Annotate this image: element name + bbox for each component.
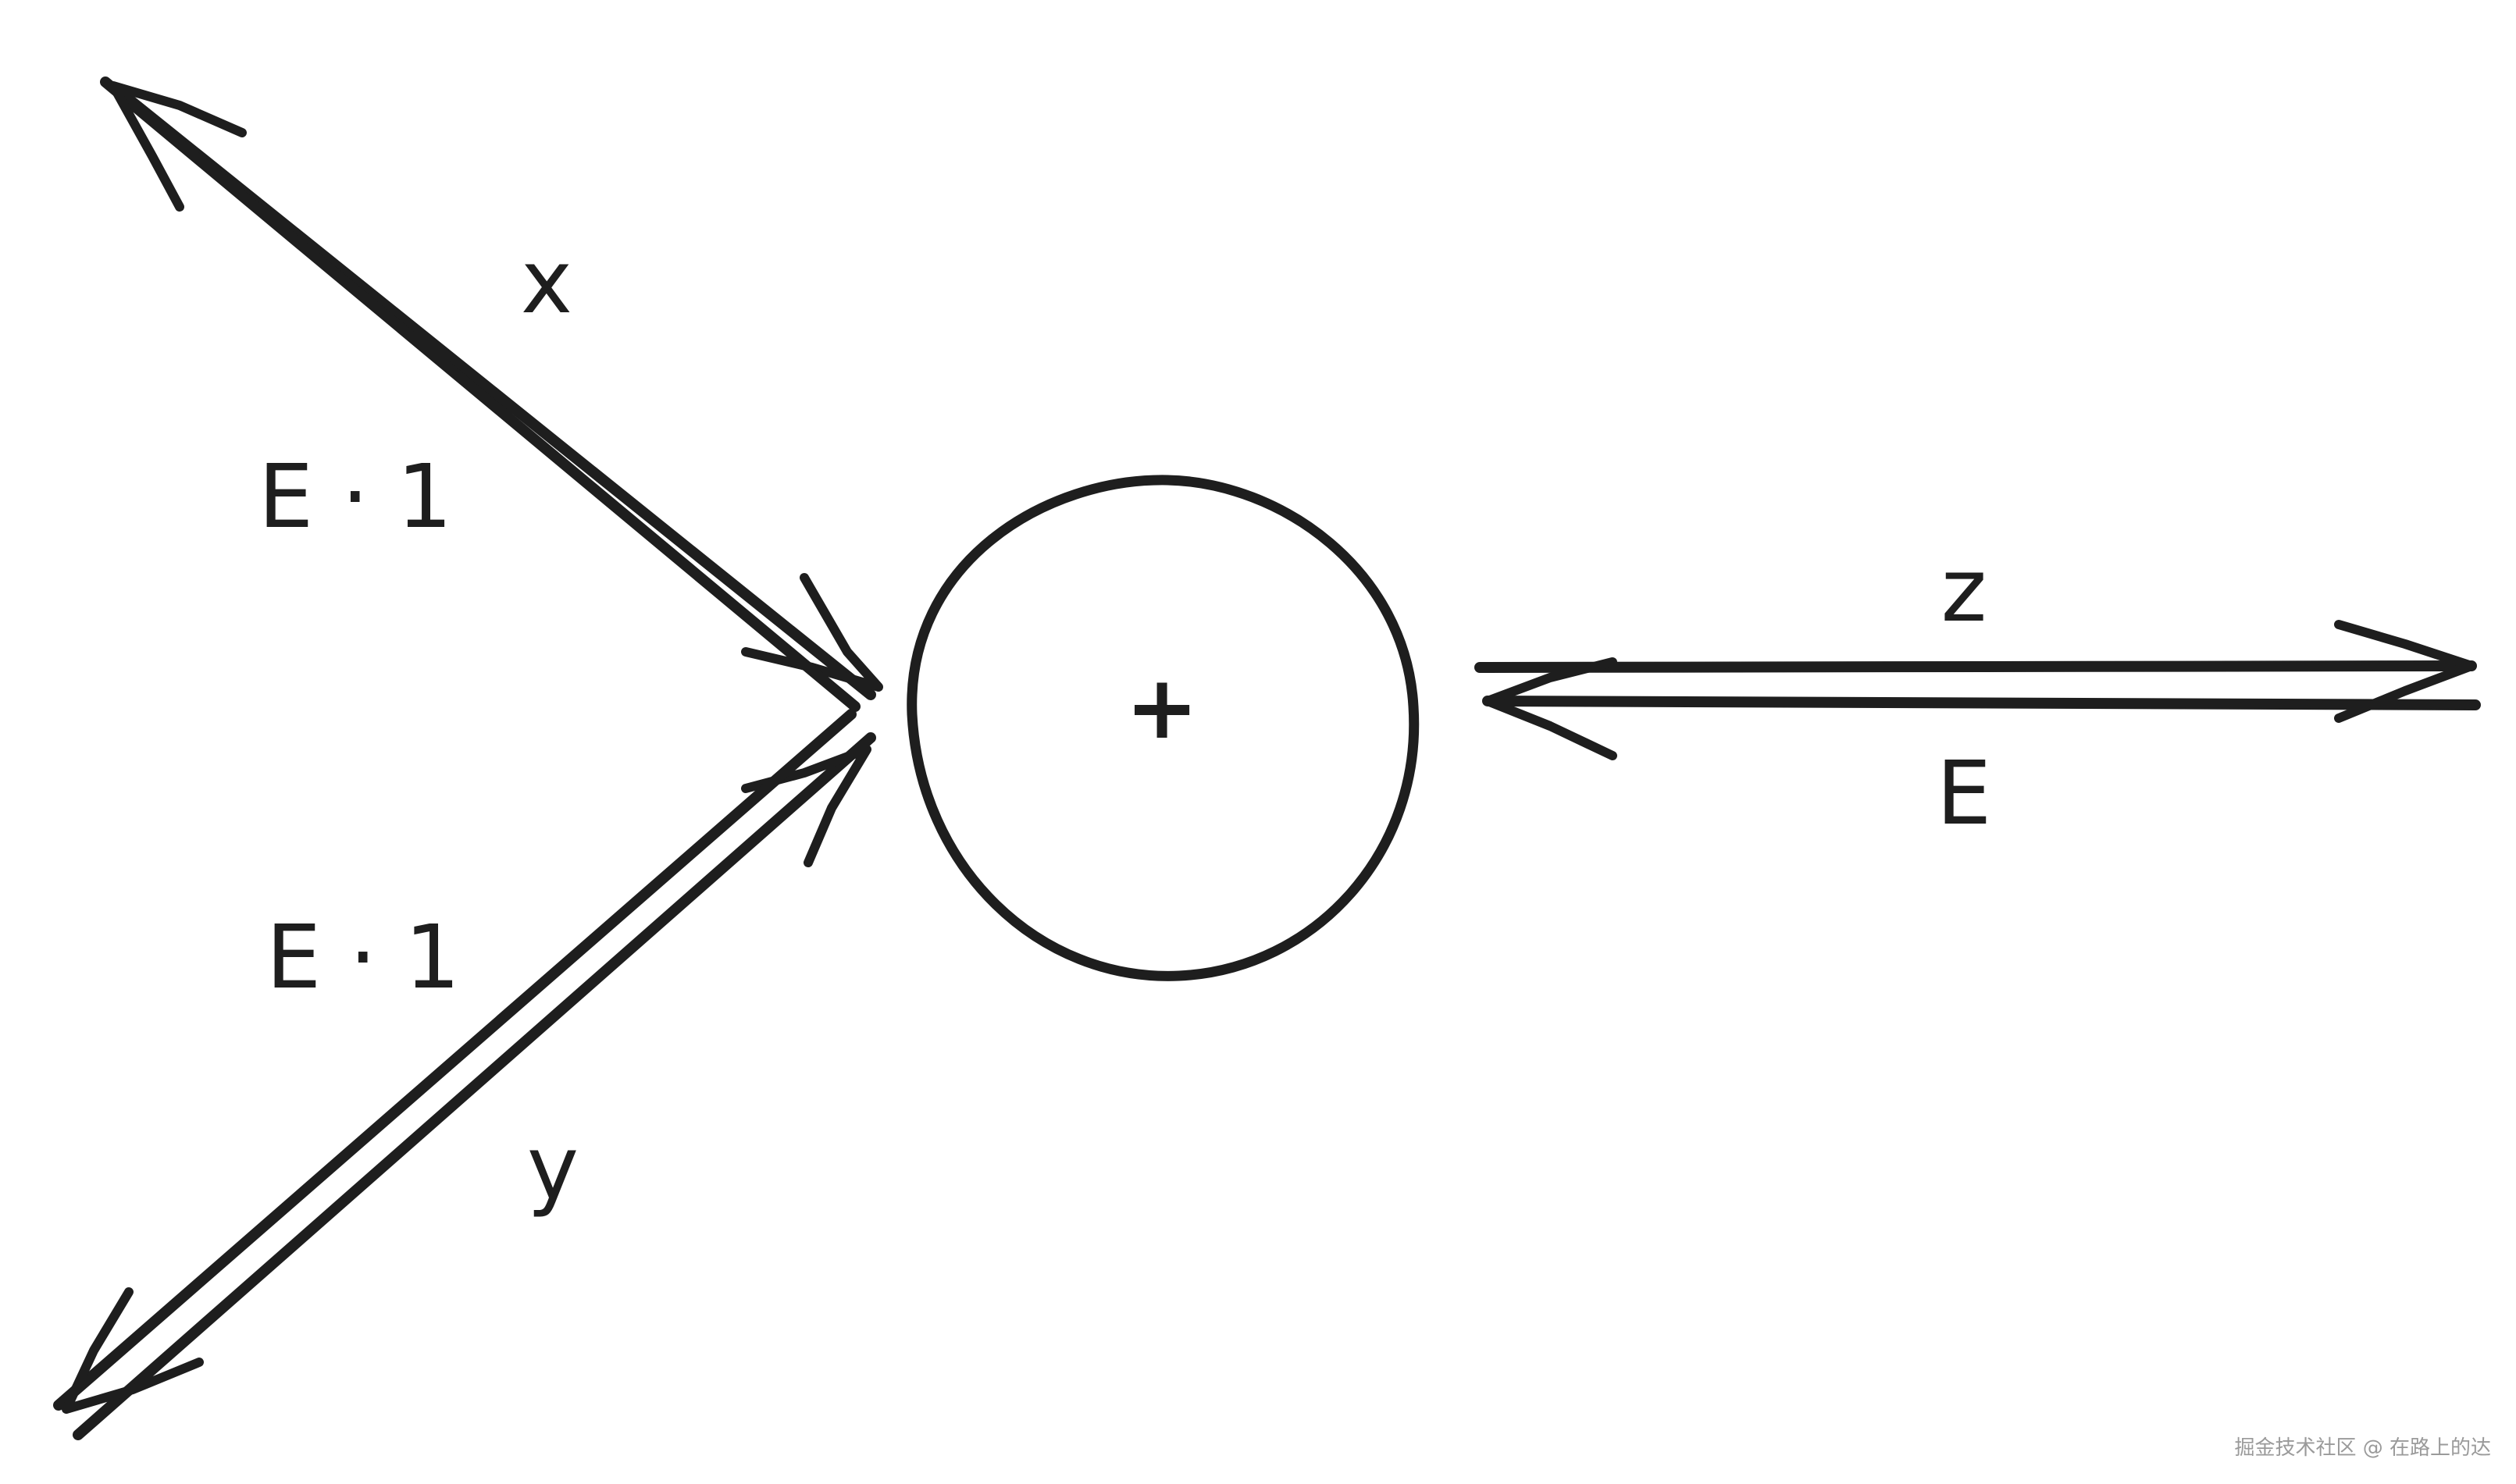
edge-y xyxy=(53,709,876,1440)
edge-x-backward-label: E · 1 xyxy=(258,447,453,548)
add-node-circle xyxy=(907,475,1420,981)
watermark: 掘金技术社区 @ 在路上的达 xyxy=(2234,1436,2491,1460)
edge-y-backward-arrow xyxy=(53,709,857,1411)
add-node: + xyxy=(907,475,1420,981)
edge-z-forward-arrow xyxy=(1474,660,2477,673)
add-node-symbol: + xyxy=(1125,657,1199,759)
edge-x xyxy=(100,77,883,712)
edge-x-forward-label: x xyxy=(521,232,572,333)
edge-z xyxy=(1474,620,2481,760)
edge-x-backward-arrow xyxy=(100,77,861,712)
edge-x-backward-arrowhead xyxy=(109,81,247,212)
edge-y-forward-arrowhead xyxy=(741,745,871,867)
edge-z-backward-label: E xyxy=(1937,743,1992,845)
edge-y-backward-arrowhead xyxy=(62,1287,204,1414)
edge-z-backward-arrowhead xyxy=(1483,657,1617,760)
edge-z-backward-arrow xyxy=(1482,696,2481,710)
edge-z-forward-label: z xyxy=(1941,540,1987,642)
edge-y-backward-label: E · 1 xyxy=(266,907,461,1009)
edge-y-forward-label: y xyxy=(527,1118,579,1219)
edge-y-forward-arrow xyxy=(73,732,876,1440)
